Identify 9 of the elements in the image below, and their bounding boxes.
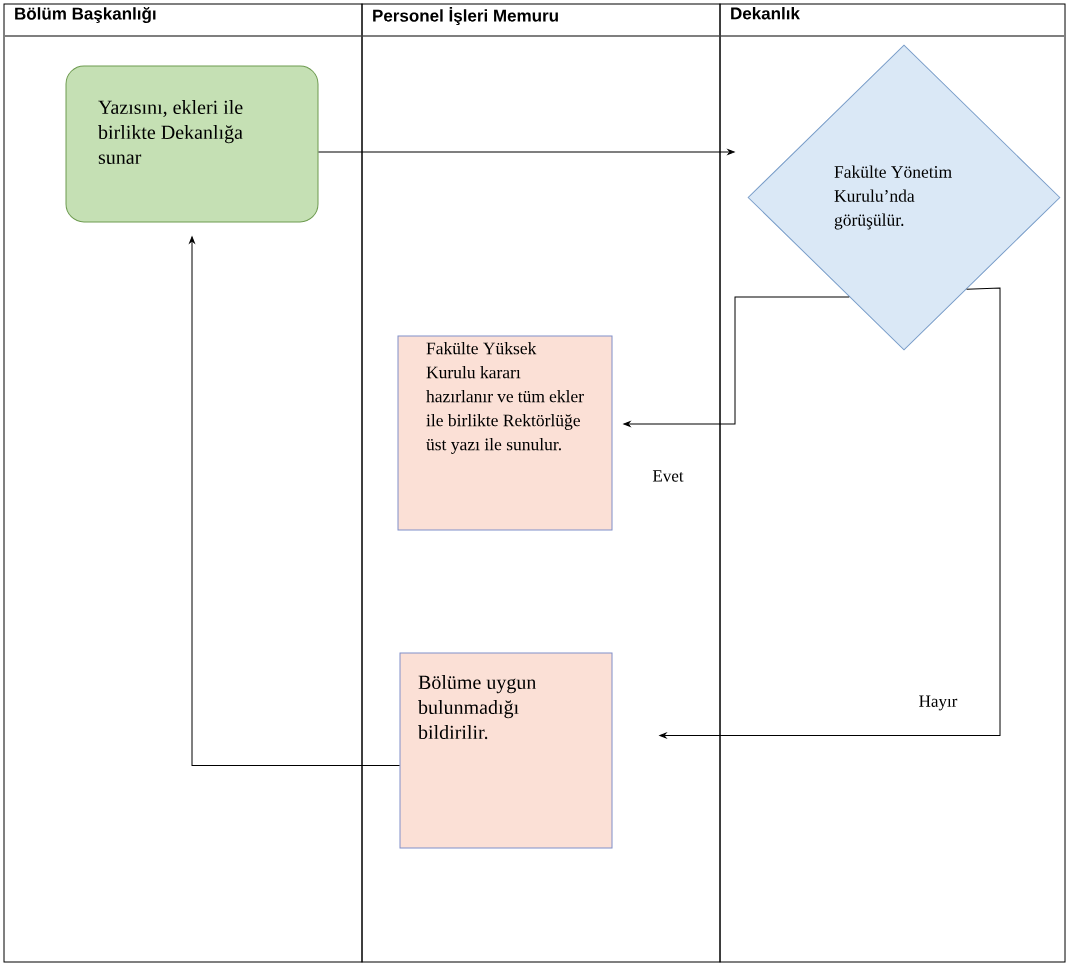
process-box: Fakülte Yüksek Kurulu kararı hazırlanır ve tüm ekler ile birlikte Rektörlüğe üst yazı ile sunulur.	[397, 335, 613, 531]
edge-label: Hayır	[917, 694, 959, 712]
arrow	[189, 236, 400, 766]
process-box: Bölüme uygun bulunmadığı bildirilir.	[399, 652, 613, 849]
arrow	[318, 149, 735, 155]
arrow	[659, 287, 1001, 739]
edge-label: Evet	[651, 469, 685, 483]
arrow	[623, 296, 850, 427]
process-box: Yazısını, ekleri ile birlikte Dekanlığa sunar	[65, 65, 319, 223]
